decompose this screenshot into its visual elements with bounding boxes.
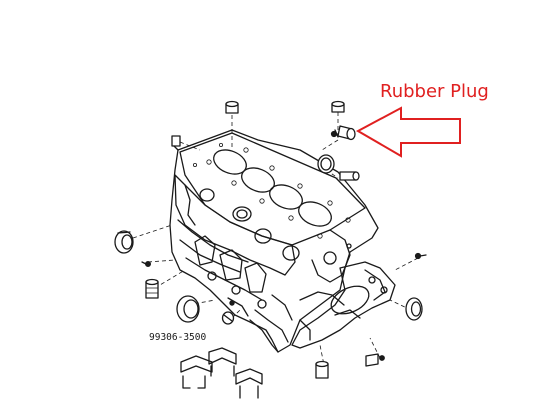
plug-bottom-center: [315, 360, 329, 379]
callout-arrow: [355, 106, 461, 158]
rubber-plug-label: Rubber Plug: [380, 81, 489, 102]
bolt-bottom-right: [365, 353, 385, 367]
dowel-pin-top: [225, 100, 239, 114]
core-plug-bottom-right: [405, 297, 423, 321]
oil-seal-left: [114, 230, 134, 254]
rear-oil-seal: [176, 295, 200, 323]
knock-pin-right: [339, 171, 360, 181]
cylinder-block: [169, 129, 396, 353]
small-screw-mid: [229, 300, 235, 306]
bearing-caps: [180, 347, 263, 399]
bolt-right-top: [414, 252, 427, 260]
small-screw-left: [141, 261, 151, 267]
small-bolt-left: [171, 135, 181, 151]
rubber-plug-part: [330, 125, 356, 141]
core-plug-right: [317, 154, 335, 174]
plug-left-lower: [145, 278, 159, 299]
plug-top-right: [331, 100, 345, 113]
drain-plug: [221, 311, 235, 325]
part-number-label: 99306-3500: [149, 332, 207, 343]
